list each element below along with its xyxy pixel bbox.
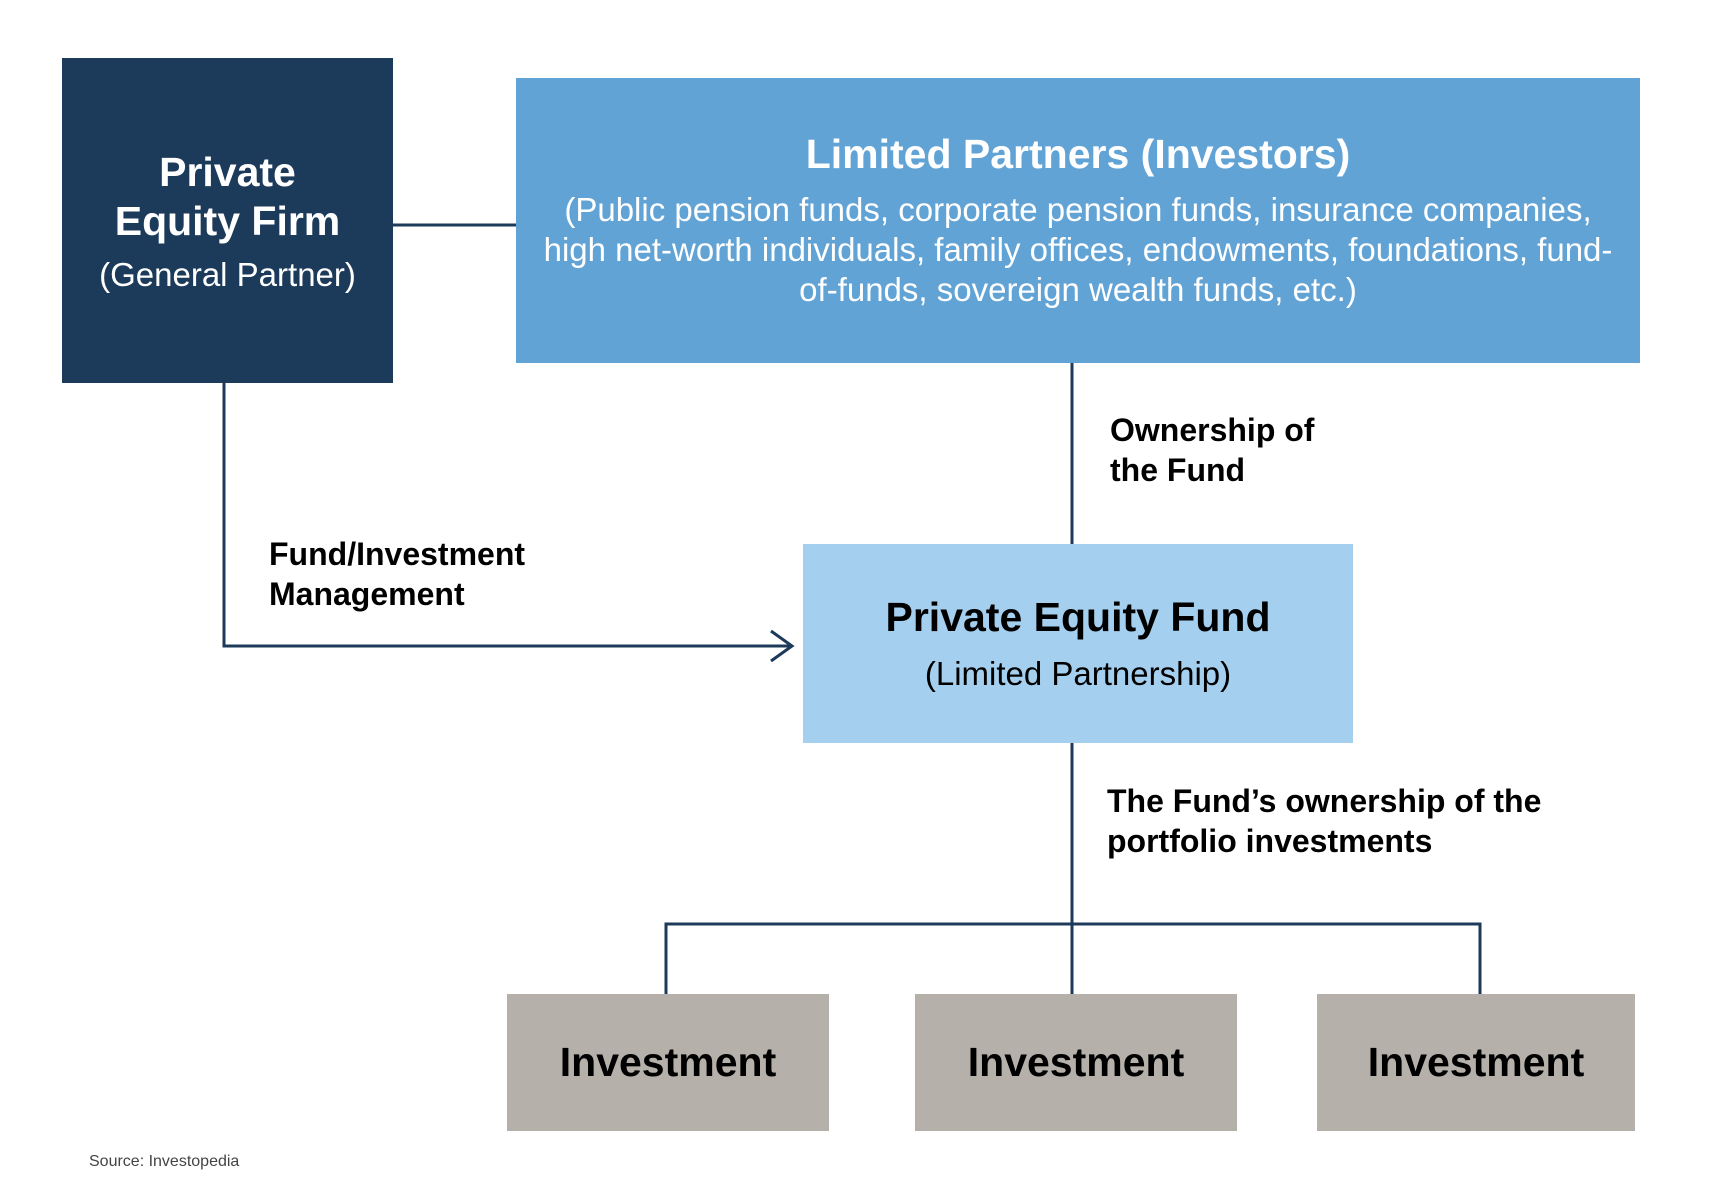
private-equity-firm-box: Private Equity Firm (General Partner) — [62, 58, 393, 383]
portfolio-ownership-label: The Fund’s ownership of the portfolio in… — [1107, 783, 1542, 859]
investment-box: Investment — [507, 994, 829, 1131]
private-equity-fund-title: Private Equity Fund — [885, 594, 1271, 640]
connector-branch — [664, 922, 1482, 994]
investment-box: Investment — [915, 994, 1237, 1131]
private-equity-firm-title: Private Equity Firm — [114, 148, 341, 244]
ownership-of-fund-label: Ownership of the Fund — [1110, 412, 1315, 488]
limited-partnership-subtitle: (Limited Partnership) — [924, 655, 1232, 692]
source-note: Source: Investopedia — [89, 1153, 240, 1170]
private-equity-fund-box: Private Equity Fund (Limited Partnership… — [803, 544, 1353, 743]
general-partner-subtitle: (General Partner) — [99, 255, 356, 293]
investment-box: Investment — [1317, 994, 1635, 1131]
limited-partners-box: Limited Partners (Investors) (Public pen… — [516, 78, 1640, 363]
arrowhead-fund — [770, 629, 795, 663]
limited-partners-subtitle: (Public pension funds, corporate pension… — [543, 191, 1613, 308]
fund-management-label: Fund/Investment Management — [269, 536, 526, 612]
limited-partners-title: Limited Partners (Investors) — [805, 131, 1351, 177]
connector-gp-fund — [222, 383, 790, 648]
